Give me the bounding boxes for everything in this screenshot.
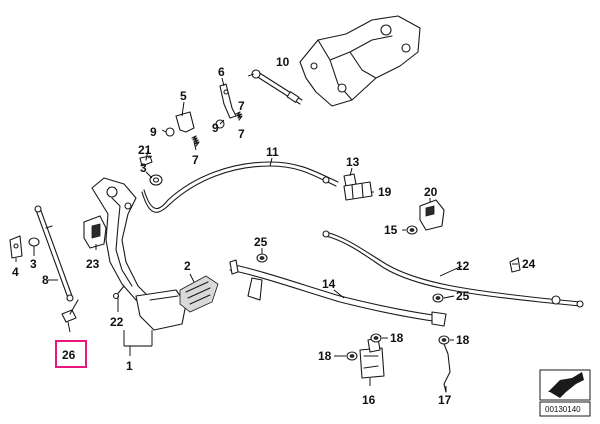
reference-code-box: 00130140 (539, 401, 591, 417)
bracket-4 (9, 235, 23, 259)
callout-18-center: 18 (390, 331, 404, 345)
callout-16: 16 (362, 393, 376, 407)
callout-20: 20 (424, 185, 438, 199)
holder-19 (343, 181, 373, 201)
screw-21 (139, 149, 153, 167)
callout-2: 2 (184, 259, 191, 273)
callout-9-right: 9 (212, 121, 219, 135)
pedal-pad-2 (179, 275, 219, 313)
brake-pedal-1 (91, 177, 187, 331)
callout-19: 19 (378, 185, 392, 199)
callout-3-upper: 3 (140, 161, 147, 175)
bracket-5 (175, 111, 195, 133)
lever-6 (219, 83, 237, 119)
grommet-18-center (370, 333, 382, 343)
callout-25-upper: 25 (254, 235, 268, 249)
grommet-25-upper (256, 253, 268, 263)
callout-24: 24 (522, 257, 536, 271)
leader-lines (15, 73, 518, 392)
callout-18-left: 18 (318, 349, 332, 363)
callout-6: 6 (218, 65, 225, 79)
callout-7-middle: 7 (238, 127, 245, 141)
callout-labels: 6 10 5 7 9 9 7 7 21 3 11 13 19 20 15 23 … (12, 55, 536, 407)
callout-12: 12 (456, 259, 470, 273)
callout-13: 13 (346, 155, 360, 169)
reference-code: 00130140 (545, 405, 581, 414)
bushing-3-upper (149, 174, 163, 186)
push-rod (251, 69, 303, 105)
callout-15: 15 (384, 223, 398, 237)
clip-9-left (165, 127, 175, 137)
grommet-15 (406, 225, 418, 235)
callout-10: 10 (276, 55, 290, 69)
pedal-bracket-housing (299, 15, 421, 107)
block-20 (419, 199, 445, 231)
bushing-3-lower (28, 237, 40, 247)
grommet-25-lower (432, 293, 444, 303)
callout-18-right: 18 (456, 333, 470, 347)
clip-26 (61, 299, 79, 323)
direction-arrow-icon (539, 369, 591, 401)
callout-8: 8 (42, 273, 49, 287)
callout-3-lower: 3 (30, 257, 37, 271)
cable-14 (229, 259, 447, 327)
callout-14: 14 (322, 277, 336, 291)
callout-25-lower: 25 (456, 289, 470, 303)
spring-7-left (191, 135, 200, 147)
gas-spring-8 (34, 205, 74, 302)
callout-1: 1 (126, 359, 133, 373)
callout-7-top-right: 7 (238, 99, 245, 113)
callout-21: 21 (138, 143, 152, 157)
cable-11 (141, 161, 339, 213)
bracket-16 (359, 337, 385, 379)
callout-23: 23 (86, 257, 100, 271)
wire-17 (443, 343, 451, 393)
clip-24 (509, 257, 521, 273)
cable-12 (322, 230, 584, 308)
callout-11: 11 (266, 145, 279, 159)
grommet-18-left (346, 351, 358, 361)
callout-4: 4 (12, 265, 19, 279)
pedal-screw (112, 285, 125, 300)
callout-22: 22 (110, 315, 124, 329)
grommet-18-right (438, 335, 450, 345)
callout-26: 26 (62, 348, 76, 362)
callout-17: 17 (438, 393, 452, 407)
highlight-box-26 (55, 340, 87, 368)
callout-5: 5 (180, 89, 187, 103)
callout-7-lower: 7 (192, 153, 199, 167)
bracket-23 (83, 215, 107, 249)
callout-9-left: 9 (150, 125, 157, 139)
